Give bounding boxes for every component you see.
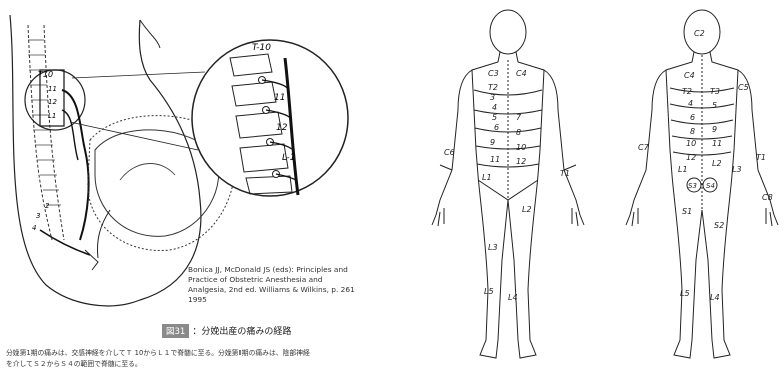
label-s2: 2 (45, 202, 50, 210)
posterior-labels: C2 C4 C5 T2 T3 4 5 6 8 9 10 11 12 L1 L2 … (638, 29, 773, 302)
figure-title: 図31：分娩出産の痛みの経路 (162, 324, 291, 338)
ant-label-t1: T1 (560, 169, 570, 178)
ant-label-7: 7 (516, 113, 522, 122)
ant-label-c3: C3 (488, 69, 499, 78)
post-label-5: 5 (712, 101, 717, 110)
post-label-t3: T3 (710, 87, 720, 96)
dermatome-figure: C3 C4 T2 3 4 5 6 7 8 9 10 11 12 L1 L2 L3… (392, 0, 784, 379)
post-label-8: 8 (690, 127, 695, 136)
post-label-l1: L1 (678, 165, 688, 174)
post-label-c2: C2 (694, 29, 705, 38)
ant-label-l1: L1 (482, 173, 492, 182)
anterior-body (432, 10, 584, 358)
post-label-4: 4 (688, 99, 693, 108)
mag-label-11: 11 (274, 93, 285, 103)
ant-label-11: 11 (490, 155, 500, 164)
connector-line-top (72, 72, 205, 78)
label-11: 11 (48, 85, 57, 93)
ant-label-l5: L5 (484, 287, 494, 296)
birth-canal (98, 210, 111, 258)
ant-label-l2: L2 (522, 205, 532, 214)
mag-label-t10: T-10 (252, 43, 271, 53)
ant-label-6: 6 (494, 123, 499, 132)
post-label-l2: L2 (712, 159, 722, 168)
label-t10: T10 (38, 70, 53, 79)
citation-line: Analgesia, 2nd ed. Williams & Wilkins, p… (188, 285, 384, 295)
perineum (85, 250, 98, 270)
post-label-12: 12 (686, 153, 696, 162)
ant-label-t2: T2 (488, 83, 498, 92)
post-label-c4: C4 (684, 71, 695, 80)
reference-citation: Bonica JJ, McDonald JS (eds): Principles… (188, 265, 384, 305)
citation-line: Practice of Obstetric Anesthesia and (188, 275, 384, 285)
connector-line-bottom (70, 122, 198, 150)
post-label-l3: L3 (732, 165, 742, 174)
body-outline (10, 15, 201, 306)
mag-label-12: 12 (276, 123, 288, 133)
label-12: 12 (48, 98, 57, 106)
post-label-s4: S4 (706, 182, 715, 190)
ant-label-10: 10 (516, 143, 526, 152)
anterior-head (490, 10, 526, 54)
ant-label-9: 9 (490, 138, 495, 147)
mag-label-l1: L-1 (282, 153, 295, 163)
citation-line: 1995 (188, 295, 384, 305)
labor-pain-figure: T10 11 12 L1 2 3 4 (0, 0, 392, 379)
figure-title-text: ：分娩出産の痛みの経路 (192, 327, 291, 337)
post-label-t1: T1 (756, 153, 766, 162)
post-label-11: 11 (712, 139, 722, 148)
post-label-c7: C7 (638, 143, 650, 152)
post-label-6: 6 (690, 113, 695, 122)
post-label-s1: S1 (682, 207, 692, 216)
posterior-body (626, 10, 778, 358)
ant-label-4: 4 (492, 103, 497, 112)
ant-label-c4: C4 (516, 69, 527, 78)
anterior-labels: C3 C4 T2 3 4 5 6 7 8 9 10 11 12 L1 L2 L3… (444, 69, 570, 302)
sagittal-pregnancy-diagram: T10 11 12 L1 2 3 4 (0, 0, 392, 379)
post-label-t2: T2 (682, 87, 692, 96)
ant-label-3: 3 (490, 93, 495, 102)
label-s3: 3 (36, 212, 40, 220)
post-label-l5: L5 (680, 289, 690, 298)
ant-label-l3: L3 (488, 243, 498, 252)
figure-number-badge: 図31 (162, 324, 189, 338)
fetus-limb (120, 164, 175, 180)
post-label-c8: C8 (762, 193, 773, 202)
breast-outline (140, 20, 160, 48)
post-label-10: 10 (686, 139, 696, 148)
label-l1: L1 (48, 112, 56, 120)
vertebra-ticks (28, 40, 61, 205)
figure-caption: 分娩第1期の痛みは、交感神経を介してＴ 10からＬ１で脊髄に至る。分娩第Ⅱ期の痛… (6, 348, 386, 370)
post-label-c5: C5 (738, 83, 749, 92)
post-label-s3: S3 (688, 182, 697, 190)
ant-label-l4: L4 (508, 293, 518, 302)
post-label-s2: S2 (714, 221, 724, 230)
citation-line: Bonica JJ, McDonald JS (eds): Principles… (188, 265, 384, 275)
ant-label-c6: C6 (444, 148, 455, 157)
caption-line: 分娩第1期の痛みは、交感神経を介してＴ 10からＬ１で脊髄に至る。分娩第Ⅱ期の痛… (6, 348, 386, 359)
ant-label-8: 8 (516, 128, 521, 137)
ant-label-12: 12 (516, 157, 526, 166)
caption-line: を介してＳ２からＳ４の範囲で脊髄に至る。 (6, 359, 386, 370)
ant-label-5: 5 (492, 113, 497, 122)
post-label-l4: L4 (710, 293, 720, 302)
label-s4: 4 (32, 224, 36, 232)
dermatome-diagram: C3 C4 T2 3 4 5 6 7 8 9 10 11 12 L1 L2 L3… (392, 0, 784, 379)
post-label-9: 9 (712, 125, 717, 134)
